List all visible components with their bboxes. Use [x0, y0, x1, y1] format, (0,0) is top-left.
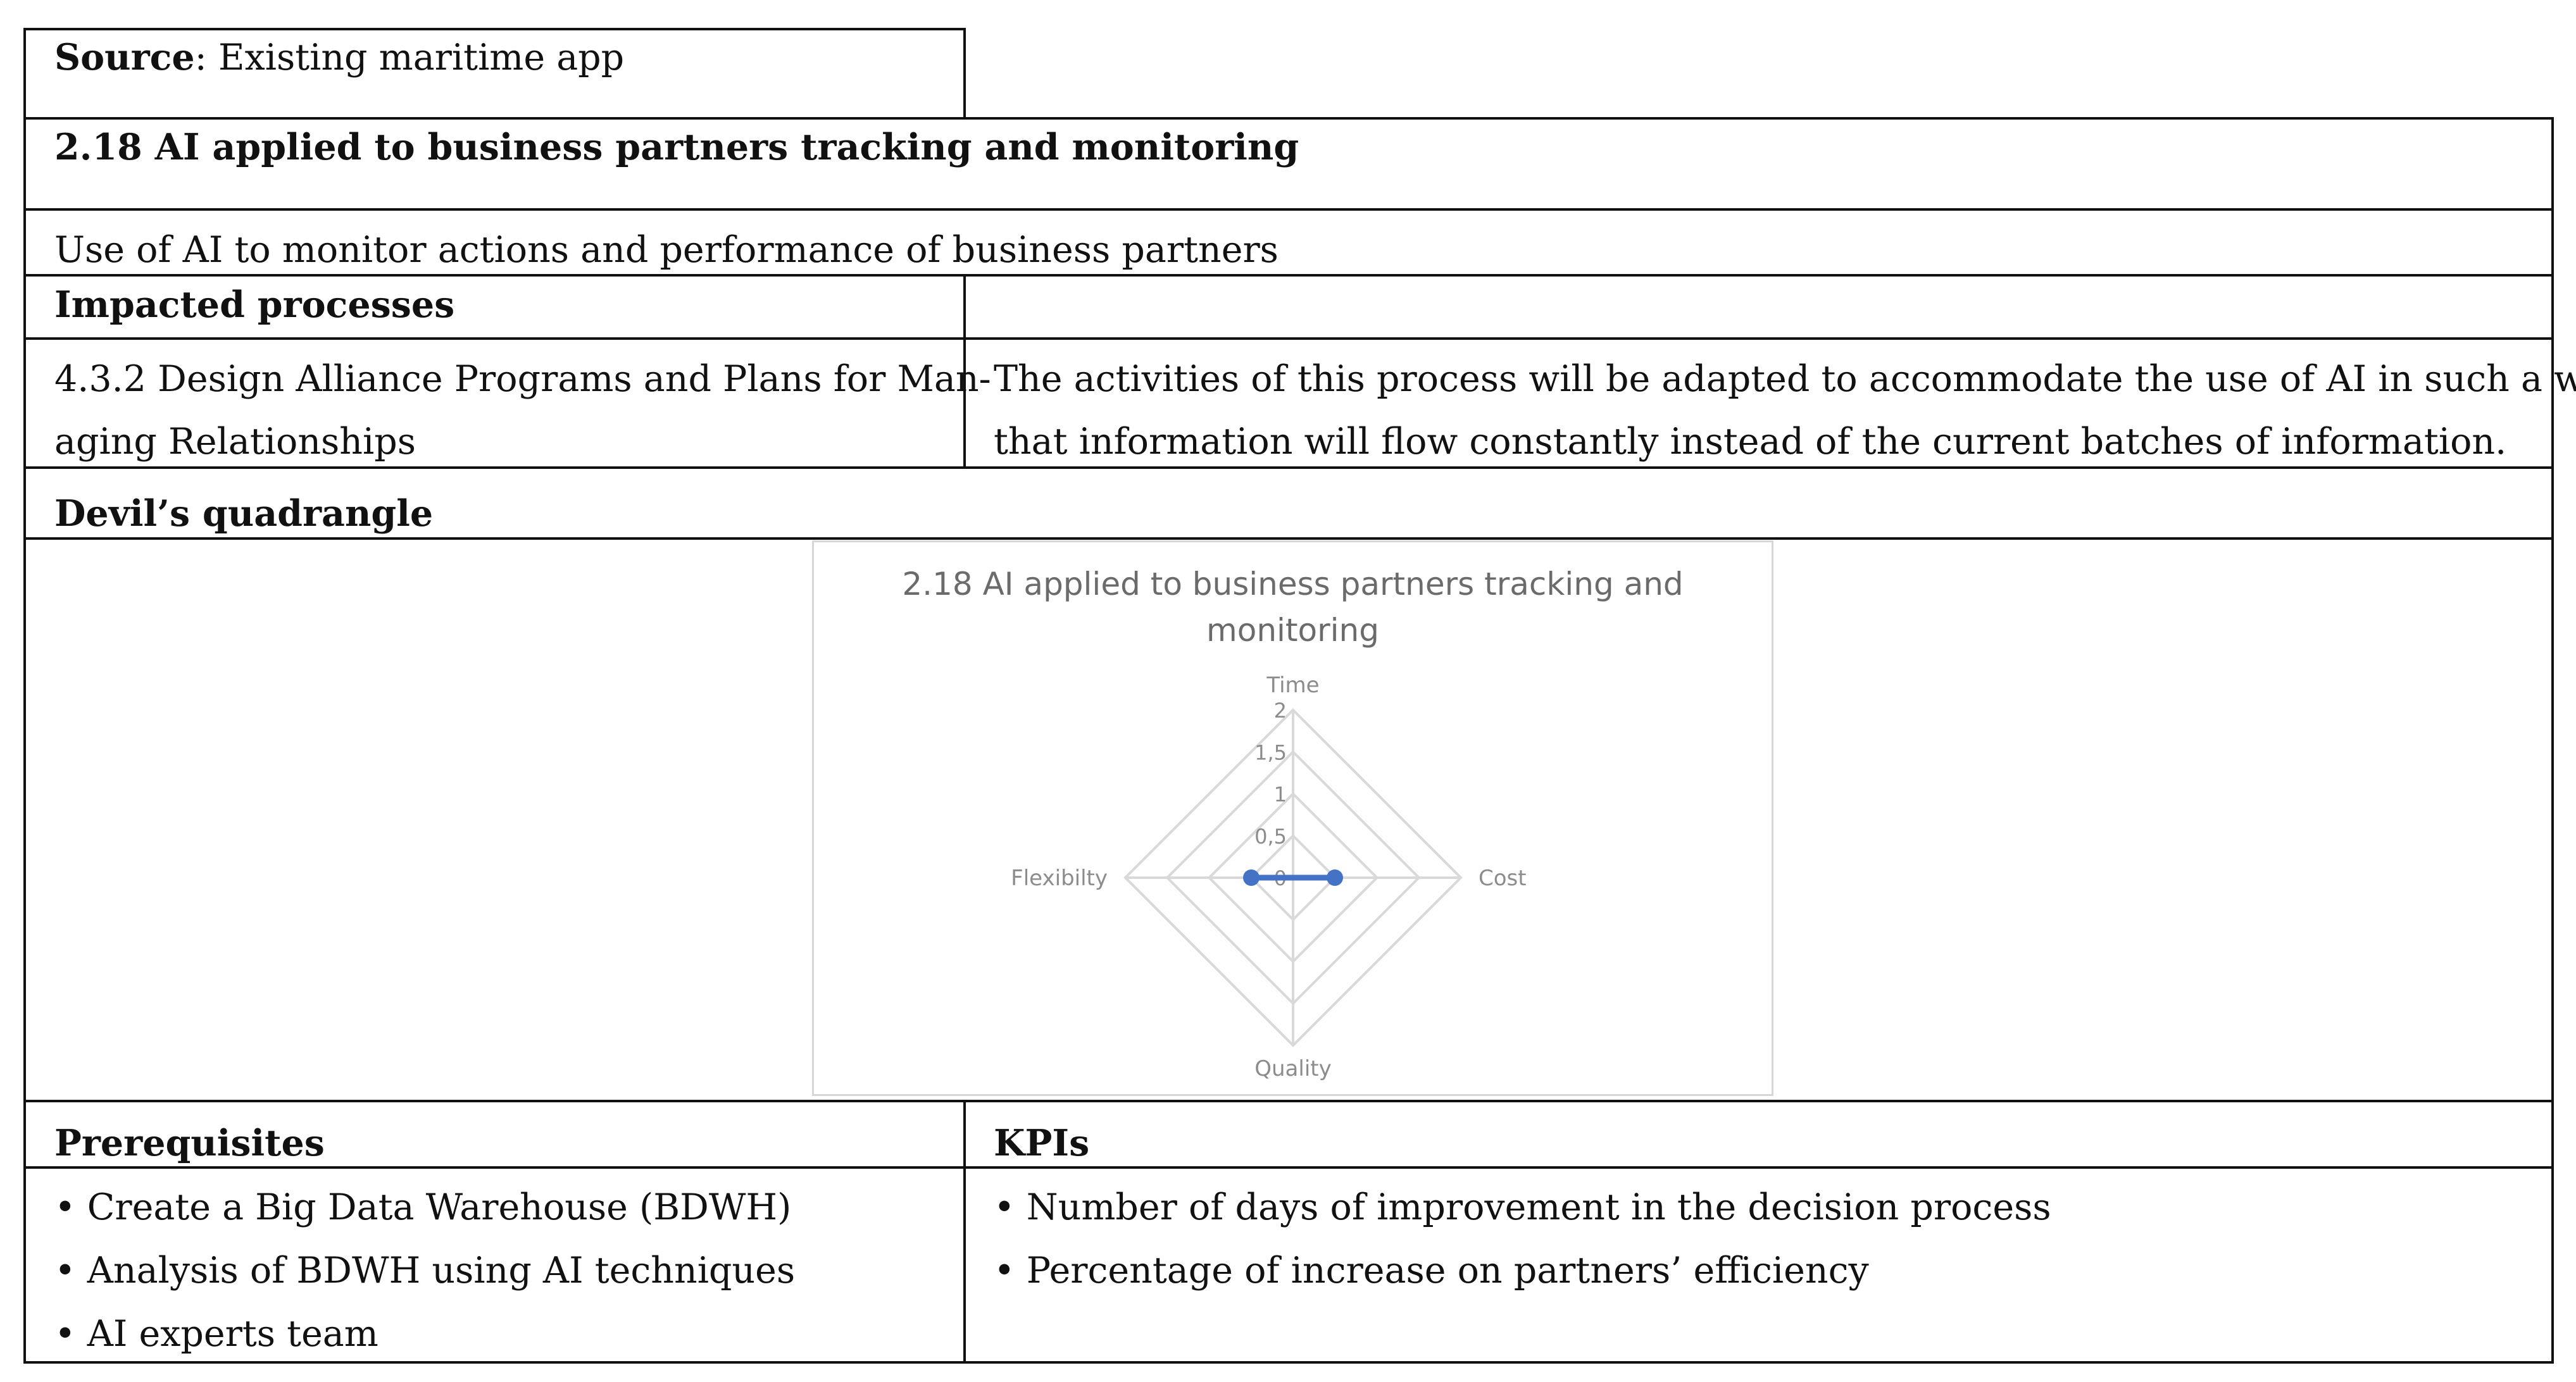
table-border — [23, 28, 26, 119]
table-border — [23, 274, 2554, 277]
section-heading: 2.18 AI applied to business partners tra… — [54, 126, 1299, 168]
table-border — [23, 337, 2554, 340]
table-border — [2551, 117, 2554, 1364]
prerequisites-header: Prerequisites — [54, 1122, 325, 1164]
table-border — [23, 28, 965, 30]
axis-label: Flexibilty — [1011, 866, 1108, 891]
table-border — [23, 1361, 2554, 1364]
impacted-process-name-line-1: 4.3.2 Design Alliance Programs and Plans… — [54, 358, 991, 400]
table-border — [963, 28, 966, 119]
axis-label: Time — [1266, 673, 1319, 698]
devils-quadrangle-header: Devil’s quadrangle — [54, 492, 434, 535]
prerequisite-item: • Analysis of BDWH using AI techniques — [54, 1250, 796, 1292]
impacted-processes-header: Impacted processes — [54, 283, 455, 326]
table-border — [23, 1166, 2554, 1169]
source-line: Source: Existing maritime app — [54, 39, 624, 76]
column-divider — [963, 274, 966, 469]
source-label: Source — [54, 36, 195, 78]
table-border — [23, 466, 2554, 469]
chart-title-line-1: 2.18 AI applied to business partners tra… — [902, 566, 1684, 602]
series-point — [1243, 869, 1260, 886]
kpis-header: KPIs — [994, 1122, 1090, 1164]
kpi-item: • Number of days of improvement in the d… — [994, 1186, 2051, 1228]
column-divider — [963, 1100, 966, 1364]
chart-title: 2.18 AI applied to business partners tra… — [814, 561, 1772, 653]
radar-chart: 2.18 AI applied to business partners tra… — [812, 540, 1773, 1096]
axis-label: Quality — [1254, 1056, 1332, 1081]
impacted-process-description-line-1: The activities of this process will be a… — [994, 358, 2576, 400]
tick-label: 1 — [1274, 783, 1287, 807]
series-point — [1327, 869, 1343, 886]
tick-label: 0,5 — [1254, 825, 1287, 849]
table-border — [23, 208, 2554, 211]
impacted-process-name-line-2: aging Relationships — [54, 421, 416, 463]
table-border — [23, 537, 2554, 540]
table-border — [23, 117, 2554, 120]
source-value: : Existing maritime app — [194, 37, 625, 78]
impacted-process-description-line-2: that information will flow constantly in… — [994, 421, 2507, 463]
chart-title-line-2: monitoring — [1206, 611, 1379, 649]
prerequisite-item: • Create a Big Data Warehouse (BDWH) — [54, 1186, 792, 1228]
kpi-item: • Percentage of increase on partners’ ef… — [994, 1250, 1869, 1292]
prerequisite-item: • AI experts team — [54, 1313, 378, 1355]
tick-label: 2 — [1274, 699, 1287, 723]
table-border — [23, 117, 26, 1364]
tick-label: 1,5 — [1254, 740, 1287, 764]
table-border — [23, 1100, 2554, 1102]
axis-label: Cost — [1479, 866, 1527, 891]
section-description: Use of AI to monitor actions and perform… — [54, 229, 1279, 271]
